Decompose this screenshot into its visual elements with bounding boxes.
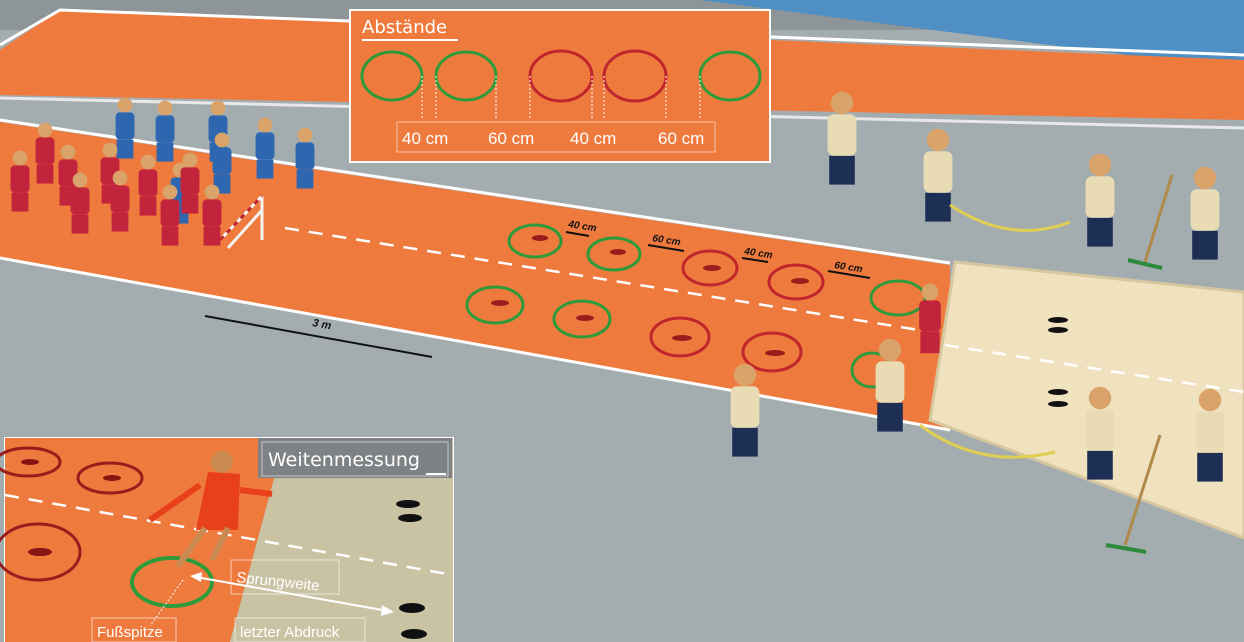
inset-distance-2: 60 cm xyxy=(488,129,534,148)
athlete-blue xyxy=(256,118,275,179)
athlete-red xyxy=(11,151,30,212)
athlete-red xyxy=(139,155,158,216)
athlete-red xyxy=(161,185,180,246)
athlete-red xyxy=(181,153,200,214)
athlete-blue xyxy=(116,98,135,159)
athlete-blue xyxy=(296,128,315,189)
inset-distance-1: 40 cm xyxy=(402,129,448,148)
helper-figure xyxy=(731,364,760,457)
last-print-label: letzter Abdruck xyxy=(240,624,340,641)
athlete-blue xyxy=(213,133,232,194)
helper-figure xyxy=(828,92,857,185)
toe-label: Fußspitze xyxy=(97,624,163,641)
inset-measurement: Weitenmessung Sprungweite Fußspitze letz… xyxy=(0,438,453,642)
inset-distance-4: 60 cm xyxy=(658,129,704,148)
helper-figure xyxy=(1086,154,1115,247)
helper-figure xyxy=(876,339,905,432)
helper-figure xyxy=(1191,167,1220,260)
athlete-blue xyxy=(156,101,175,162)
inset-measurement-title: Weitenmessung xyxy=(268,449,420,471)
athlete-red xyxy=(71,173,90,234)
jumper-figure xyxy=(919,284,941,354)
inset-distances: Abstände 40 cm 60 cm 40 cm 60 cm xyxy=(350,10,770,162)
inset-distance-3: 40 cm xyxy=(570,129,616,148)
athlete-red xyxy=(203,185,222,246)
helper-figure xyxy=(924,129,953,222)
helper-figure xyxy=(1086,387,1115,480)
helper-figure xyxy=(1196,389,1225,482)
athlete-red xyxy=(36,123,55,184)
athlete-red xyxy=(111,171,130,232)
inset-distances-title: Abstände xyxy=(362,17,447,38)
